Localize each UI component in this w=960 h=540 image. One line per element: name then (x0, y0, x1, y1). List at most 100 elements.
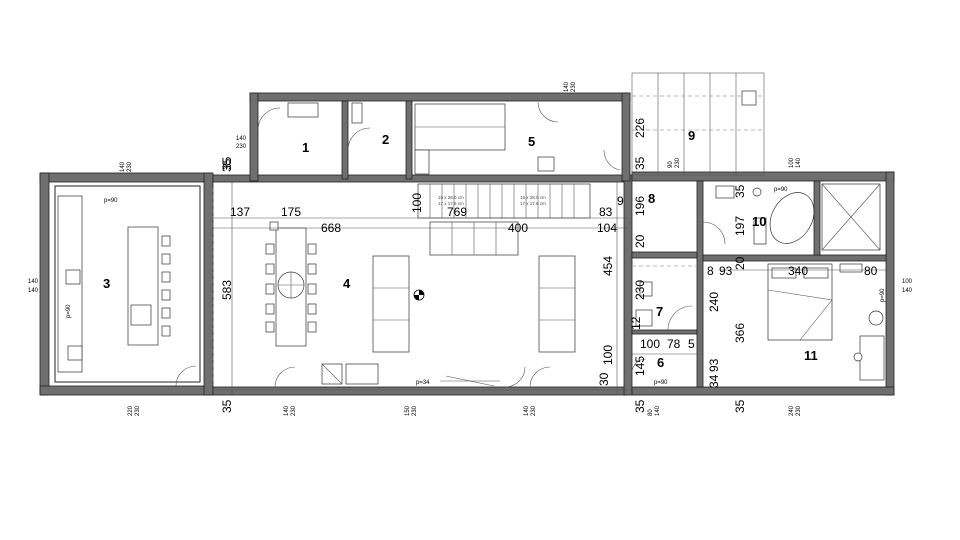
dim-label: 8 (707, 264, 714, 278)
wall-10-11 (702, 254, 887, 262)
terrace-post (741, 90, 757, 106)
wall-upper-left (249, 92, 259, 182)
dim-label: 20 (633, 234, 647, 248)
walls (39, 92, 895, 396)
kitchen-fridge (67, 345, 83, 361)
wall-bath-divider (813, 180, 821, 256)
opening-labels: 140 230 140 230 140 230 140 140 220 230 … (28, 81, 913, 416)
closet-2 (351, 102, 363, 124)
opening-height: 140 (655, 405, 661, 416)
dim-label: 100 (640, 337, 660, 351)
door-swing-5 (537, 101, 559, 123)
dim-label: 93 (707, 358, 721, 372)
opening-height: 230 (796, 405, 802, 416)
room-label-5: 5 (528, 134, 535, 149)
opening-width: 80 (648, 409, 654, 416)
dim-label: 583 (220, 280, 234, 300)
wall-living-bottom (212, 386, 629, 396)
kitchen-sink (65, 269, 81, 285)
opening-height: 230 (412, 405, 418, 416)
dim-label: 366 (733, 323, 747, 343)
wall-kitchen-top (39, 172, 213, 183)
wall-kitchen-left (39, 172, 50, 396)
dim-label: 197 (733, 216, 747, 236)
dim-label: 35 (220, 156, 234, 170)
toilet-10 (715, 185, 735, 199)
stairs (417, 183, 591, 219)
dim-label: 30 (597, 372, 611, 386)
dim-label: 104 (597, 221, 617, 235)
living-furniture (212, 183, 591, 387)
opening-width: 220 (128, 405, 134, 416)
opening-height: 230 (236, 144, 247, 150)
bathtub (769, 192, 815, 244)
dim-label: 769 (447, 205, 467, 219)
opening-height: 230 (127, 161, 133, 172)
parapet-label: p=90 (880, 288, 886, 302)
opening-height: 140 (902, 288, 913, 294)
wall-upper-top (249, 92, 631, 102)
opening-width: 240 (789, 405, 795, 416)
dim-label: 12 (629, 316, 643, 330)
stair-treads (429, 184, 575, 218)
dimension-lines (213, 182, 886, 395)
wall-kitchen-right (203, 172, 214, 396)
opening-width: 100 (902, 279, 913, 285)
lamp (868, 310, 884, 326)
wall-right-far (885, 171, 895, 396)
dining-chairs (265, 221, 317, 333)
room-label-2: 2 (382, 132, 389, 147)
bidet-10 (752, 187, 762, 197)
opening-height: 140 (796, 157, 802, 168)
sofa-left (372, 255, 410, 353)
opening-height: 230 (675, 157, 681, 168)
opening-width: 140 (120, 161, 126, 172)
parapet-label: p=34 (416, 380, 430, 386)
wall-2-5 (405, 100, 413, 180)
washbasin-5 (537, 156, 555, 172)
wall-living-top (212, 174, 629, 183)
opening-height: 230 (291, 405, 297, 416)
dim-label: 230 (633, 280, 647, 300)
vanity-10 (753, 217, 767, 245)
room-label-6: 6 (657, 355, 664, 370)
dim-label: 78 (667, 337, 681, 351)
opening-height: 230 (135, 405, 141, 416)
dim-label: 35 (220, 158, 234, 172)
island-hob (130, 304, 152, 326)
stair-label: 17 x 17.6 cm (438, 201, 464, 206)
opening-width: 150 (405, 405, 411, 416)
terrace-outline (631, 72, 765, 176)
kitchen-island (127, 226, 159, 346)
opening-height: 230 (571, 81, 577, 92)
dim-label: 175 (281, 205, 301, 219)
desk (859, 335, 885, 381)
upper-rooms-furniture (257, 101, 621, 175)
opening-width: 140 (284, 405, 290, 416)
wall-right-bottom (631, 386, 895, 396)
dim-label: 137 (230, 205, 250, 219)
pillow-2 (803, 267, 829, 279)
wall-kitchen-bottom (39, 385, 213, 396)
dim-label: 35 (633, 156, 647, 170)
wall-8-7 (631, 251, 698, 259)
room-label-11: 11 (804, 348, 818, 363)
stair-labels: 15 x 28.0 cm 17 x 17.6 cm 15 x 28.0 cm 1… (438, 195, 546, 206)
dimension-labels: 35 137 175 668 100 769 400 83 9 104 583 … (220, 118, 878, 413)
wall-upper-right (621, 92, 631, 182)
dim-label: 9 (617, 194, 624, 208)
opening-width: 100 (789, 157, 795, 168)
parapet-label: p=90 (104, 198, 118, 204)
level-marker (413, 289, 425, 301)
door-swing-6 (631, 358, 647, 374)
cabinet (345, 363, 379, 385)
room-label-3: 3 (103, 276, 110, 291)
dim-label: 145 (633, 356, 647, 376)
parapet-label: p=90 (654, 380, 668, 386)
opening-width: 140 (524, 405, 530, 416)
dim-label: 196 (633, 196, 647, 216)
parapet-labels: p=90 p=90 p=34 p=90 p=90 p=90 (66, 187, 886, 386)
dim-label: 454 (601, 256, 615, 276)
room-label-10: 10 (752, 214, 766, 229)
dim-label: 35 (733, 399, 747, 413)
